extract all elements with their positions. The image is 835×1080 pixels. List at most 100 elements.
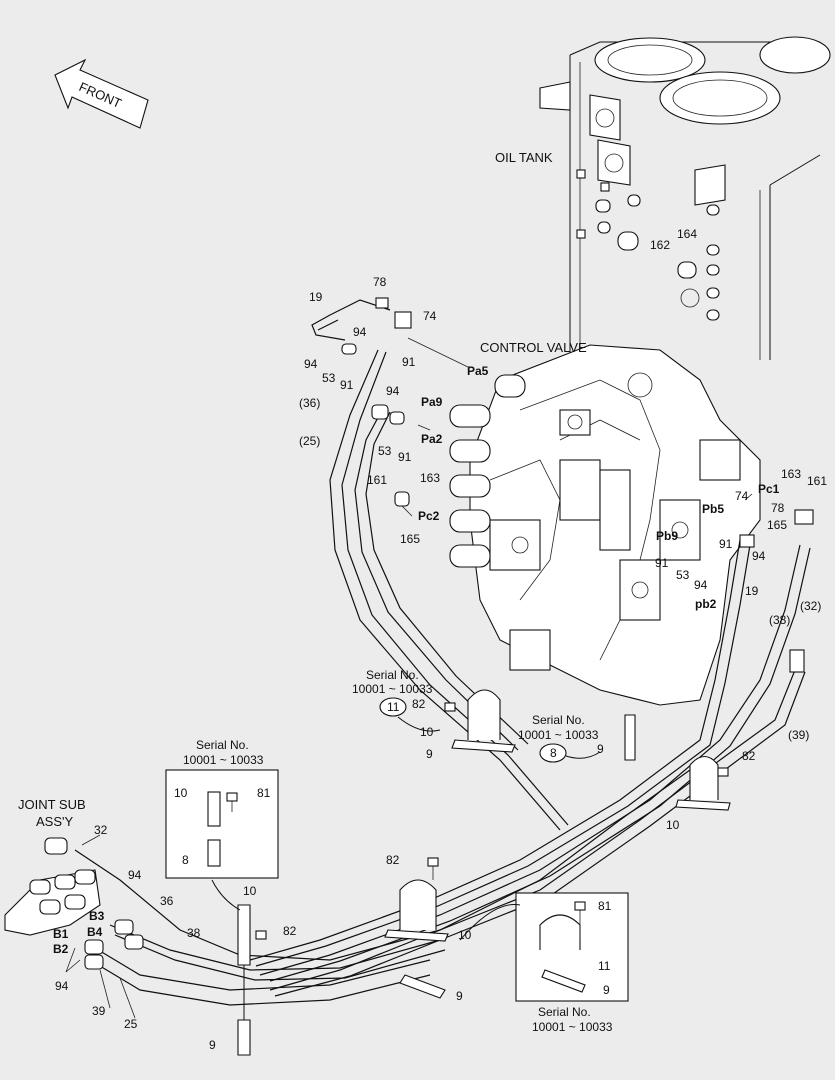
joint-sub-label-line1: JOINT SUB	[18, 797, 86, 812]
callout-94c: 94	[386, 384, 400, 398]
port-labels: Pa5 Pa9 Pa2 Pc2 Pc1 Pb5 Pb9 pb2 B3 B4 B1…	[53, 364, 780, 956]
callout-81: 81	[257, 786, 271, 800]
callout-p39: (39)	[788, 728, 809, 742]
callout-circle-8	[539, 743, 567, 763]
front-arrow-icon: FRONT	[54, 58, 149, 129]
serial-range-c: 10001 ~ 10033	[532, 1020, 613, 1034]
callout-19: 19	[309, 290, 323, 304]
callout-94d: 94	[752, 549, 766, 563]
lower-hoses	[74, 769, 691, 1006]
callout-94f: 94	[128, 868, 142, 882]
callout-94: 94	[353, 325, 367, 339]
control-valve: CONTROL VALVE	[449, 340, 761, 706]
callout-11c: 11	[598, 959, 611, 973]
callout-9d: 9	[456, 989, 463, 1003]
serial-label-a: Serial No.	[196, 738, 249, 752]
callout-11: 11	[387, 700, 400, 714]
callout-9e: 9	[603, 983, 610, 997]
callout-78b: 78	[771, 501, 785, 515]
port-pa2: Pa2	[421, 432, 443, 446]
callout-38: 38	[187, 926, 201, 940]
oil-tank: OIL TANK	[495, 36, 831, 360]
control-valve-label: CONTROL VALVE	[480, 340, 587, 355]
callout-36: 36	[160, 894, 174, 908]
callout-164: 164	[677, 227, 697, 241]
leader-11	[397, 716, 441, 732]
callout-91c: 91	[398, 450, 412, 464]
callout-94e: 94	[694, 578, 708, 592]
callout-p38: (38)	[769, 613, 790, 627]
serial-label-c: Serial No.	[538, 1005, 591, 1019]
callout-9c: 9	[209, 1038, 216, 1052]
serial-range-a: 10001 ~ 10033	[183, 753, 264, 767]
callout-163: 163	[420, 471, 440, 485]
callout-165b: 165	[767, 518, 787, 532]
callout-91e: 91	[655, 556, 669, 570]
port-b2: B2	[53, 942, 69, 956]
serial-label-d: Serial No.	[532, 713, 585, 727]
callout-81b: 81	[598, 899, 612, 913]
callout-82d: 82	[386, 853, 400, 867]
callout-32: 32	[94, 823, 108, 837]
oil-tank-label: OIL TANK	[495, 150, 553, 165]
callout-91d: 91	[719, 537, 733, 551]
callout-82c: 82	[283, 924, 297, 938]
callout-161: 161	[367, 473, 387, 487]
port-pb2: pb2	[695, 597, 717, 611]
callout-10c: 10	[174, 786, 188, 800]
callout-10d: 10	[243, 884, 257, 898]
callout-82: 82	[412, 697, 426, 711]
port-pc1: Pc1	[758, 482, 780, 496]
callout-94g: 94	[55, 979, 69, 993]
callout-165: 165	[400, 532, 420, 546]
joint-sub-assy: JOINT SUB ASS'Y	[4, 797, 101, 936]
serial-detail-box-right: Serial No. 10001 ~ 10033	[515, 892, 629, 1034]
callout-163b: 163	[781, 467, 801, 481]
callout-8: 8	[550, 746, 557, 760]
leader-detail-right	[459, 903, 521, 941]
callout-74: 74	[423, 309, 437, 323]
callout-53b: 53	[378, 444, 392, 458]
right-pipes	[249, 509, 814, 997]
callout-10e: 10	[458, 928, 472, 942]
serial-label-b: Serial No.	[366, 668, 419, 682]
leader-lines	[65, 337, 753, 1019]
callout-161b: 161	[807, 474, 827, 488]
callout-53: 53	[322, 371, 336, 385]
port-pc2: Pc2	[418, 509, 440, 523]
callout-9: 9	[426, 747, 433, 761]
port-pb5: Pb5	[702, 502, 724, 516]
callout-circle-11	[379, 697, 407, 717]
leader-8	[565, 751, 601, 759]
callout-p25: (25)	[299, 434, 320, 448]
serial-range-d: 10001 ~ 10033	[518, 728, 599, 742]
callout-10: 10	[420, 725, 434, 739]
callout-82b: 82	[742, 749, 756, 763]
callout-91: 91	[402, 355, 416, 369]
callout-94b: 94	[304, 357, 318, 371]
leader-detail-left	[211, 879, 241, 911]
part-callouts: 19 78 74 94 94 91 53 91 (36) (25) 94 53 …	[55, 227, 827, 1052]
callout-9b: 9	[597, 742, 604, 756]
callout-91b: 91	[340, 378, 354, 392]
port-b3: B3	[89, 909, 105, 923]
serial-range-b: 10001 ~ 10033	[352, 682, 433, 696]
bolts	[255, 702, 729, 940]
callout-53c: 53	[676, 568, 690, 582]
port-b4: B4	[87, 925, 103, 939]
joint-sub-label-line2: ASS'Y	[36, 814, 73, 829]
port-b1: B1	[53, 927, 69, 941]
callout-74b: 74	[735, 489, 749, 503]
port-pa5: Pa5	[467, 364, 489, 378]
callout-78: 78	[373, 275, 387, 289]
callout-p36: (36)	[299, 396, 320, 410]
callout-25: 25	[124, 1017, 138, 1031]
port-pa9: Pa9	[421, 395, 443, 409]
callout-10b: 10	[666, 818, 680, 832]
clamps	[237, 689, 731, 1056]
serial-detail-box-left: Serial No. 10001 ~ 10033	[165, 738, 279, 879]
callout-19b: 19	[745, 584, 759, 598]
callout-p32: (32)	[800, 599, 821, 613]
callout-39: 39	[92, 1004, 106, 1018]
